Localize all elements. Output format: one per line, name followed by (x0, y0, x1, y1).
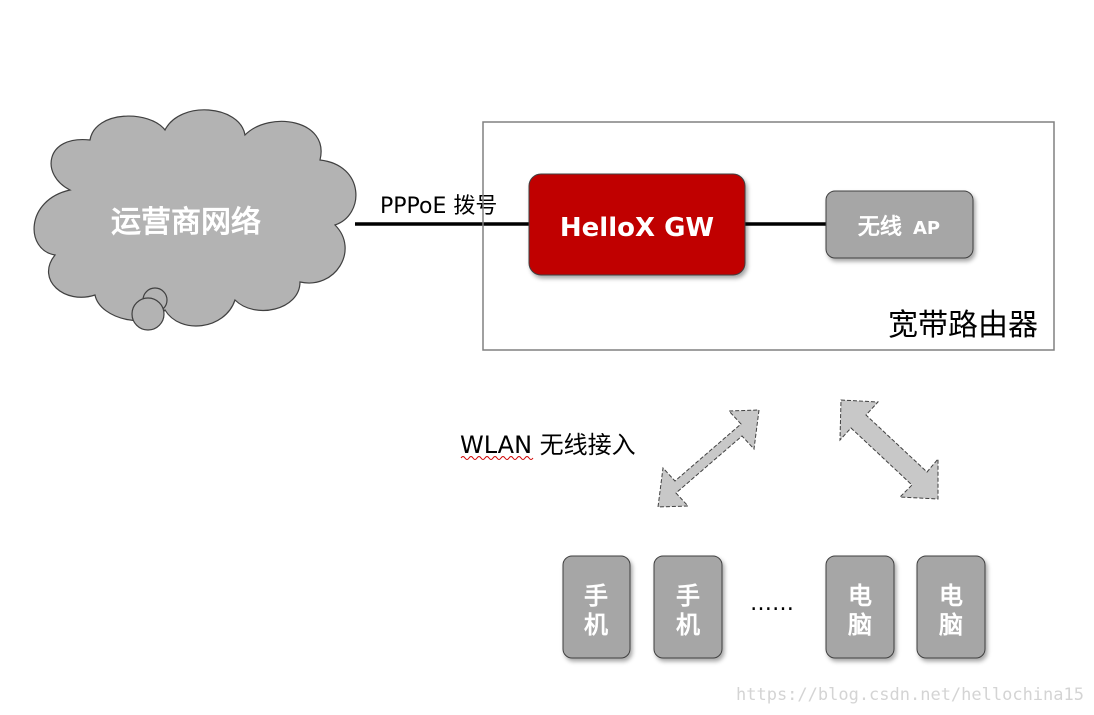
hellox-gw-box (528, 173, 746, 276)
device-box (653, 555, 723, 659)
device-pc-2: 电 脑 (916, 555, 986, 659)
watermark: https://blog.csdn.net/hellochina15 (736, 685, 1084, 705)
cloud-bubble-small (131, 297, 165, 331)
device-label-line2: 脑 (938, 611, 963, 639)
device-label-line2: 机 (676, 611, 700, 639)
hellox-gw-label: HelloX GW (560, 213, 714, 243)
router-label: 宽带路由器 (888, 308, 1038, 343)
device-pc-1: 电 脑 (825, 555, 895, 659)
device-box (916, 555, 986, 659)
right-double-arrow-shape (839, 399, 939, 500)
left-double-arrow-shape (657, 409, 760, 508)
wlan-spellcheck-underline (460, 456, 534, 460)
wireless-ap-label-cn: 无线 (858, 214, 902, 240)
cloud-shape (33, 109, 357, 327)
device-label-line1: 电 (848, 582, 872, 610)
router-boundary (482, 121, 1055, 351)
device-box (825, 555, 895, 659)
device-label-line1: 手 (584, 582, 608, 610)
device-phone-1: 手 机 (562, 555, 631, 659)
wireless-ap-label-ap: AP (913, 218, 940, 239)
operator-network-cloud: 运营商网络 (33, 109, 357, 331)
device-box (562, 555, 631, 659)
wireless-ap-label: 无线 AP (858, 214, 940, 240)
device-label-line2: 机 (584, 611, 608, 639)
right-double-arrow (839, 399, 939, 500)
cloud-label: 运营商网络 (111, 205, 261, 240)
device-label-line1: 电 (939, 582, 963, 610)
broadband-router: 宽带路由器 HelloX GW 无线 AP (482, 121, 1055, 351)
device-phone-2: 手 机 (653, 555, 723, 659)
devices-ellipsis: …… (750, 591, 794, 616)
wireless-ap-box (825, 190, 974, 259)
left-double-arrow (657, 409, 760, 508)
device-label-line2: 脑 (847, 611, 872, 639)
device-label-line1: 手 (676, 582, 700, 610)
wlan-label: WLAN 无线接入 (460, 431, 636, 459)
pppoe-label: PPPoE 拨号 (380, 194, 497, 219)
